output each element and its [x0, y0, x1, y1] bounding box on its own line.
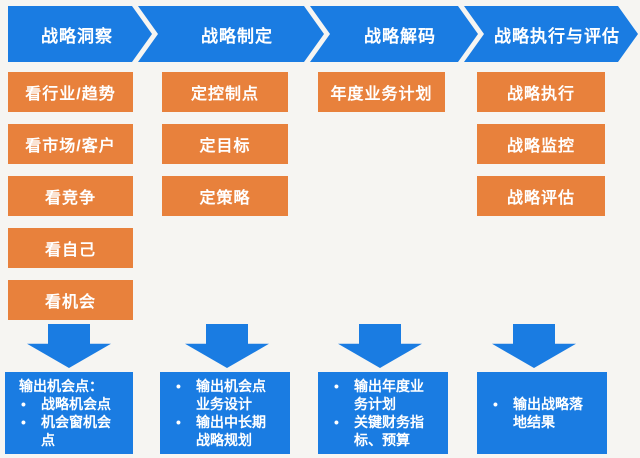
- stage3-header-chevron: 战略解码: [310, 6, 478, 62]
- stage1-header-chevron: 战略洞察: [8, 6, 152, 62]
- stage3-header-label: 战略解码: [364, 26, 436, 46]
- stage2-header-chevron: 战略制定: [138, 6, 324, 62]
- stage1-box-opportunity: 看机会: [8, 280, 133, 320]
- stage1-output-list: 战略机会点 机会窗机会点: [15, 395, 119, 449]
- stage4-header-label: 战略执行与评估: [494, 26, 620, 46]
- stage4-down-arrow-icon: [492, 324, 576, 368]
- stage2-box-goals: 定目标: [162, 124, 288, 164]
- stage2-output-list: 输出机会点业务设计 输出中长期战略规划: [170, 377, 276, 449]
- stage1-box-competition: 看竞争: [8, 176, 133, 216]
- stage4-output-item-1: 输出战略落地结果: [487, 395, 593, 431]
- stage2-down-arrow-icon: [185, 324, 269, 368]
- stage1-output-box: 输出机会点： 战略机会点 机会窗机会点: [5, 372, 133, 454]
- stage4-box-monitoring: 战略监控: [477, 124, 605, 164]
- stage4-box-evaluation: 战略评估: [477, 176, 605, 216]
- stage4-output-list: 输出战略落地结果: [487, 395, 593, 431]
- stage1-down-arrow-icon: [27, 324, 111, 368]
- stage1-output-item-1: 战略机会点: [15, 395, 119, 413]
- stage3-output-item-2: 关键财务指标、预算: [328, 413, 434, 449]
- stage1-box-market-customers: 看市场/客户: [8, 124, 133, 164]
- stage2-output-item-1: 输出机会点业务设计: [170, 377, 276, 413]
- stage4-output-box: 输出战略落地结果: [477, 372, 607, 454]
- stage4-header-chevron: 战略执行与评估: [464, 6, 638, 62]
- stage1-box-self: 看自己: [8, 228, 133, 268]
- stage3-down-arrow-icon: [338, 324, 422, 368]
- stage3-output-list: 输出年度业务计划 关键财务指标、预算: [328, 377, 434, 449]
- stage3-output-item-1: 输出年度业务计划: [328, 377, 434, 413]
- stage2-output-item-2: 输出中长期战略规划: [170, 413, 276, 449]
- stage4-box-execution: 战略执行: [477, 72, 605, 112]
- stage3-output-box: 输出年度业务计划 关键财务指标、预算: [318, 372, 448, 454]
- stage2-output-box: 输出机会点业务设计 输出中长期战略规划: [160, 372, 290, 454]
- stage2-box-control-points: 定控制点: [162, 72, 288, 112]
- stage1-box-industry-trends: 看行业/趋势: [8, 72, 133, 112]
- stage3-box-annual-business-plan: 年度业务计划: [318, 72, 445, 112]
- stage2-box-tactics: 定策略: [162, 176, 288, 216]
- stage1-output-title: 输出机会点：: [19, 378, 103, 394]
- stage2-header-label: 战略制定: [201, 26, 273, 46]
- stage1-output-item-2: 机会窗机会点: [15, 413, 119, 449]
- stage1-header-label: 战略洞察: [41, 26, 113, 46]
